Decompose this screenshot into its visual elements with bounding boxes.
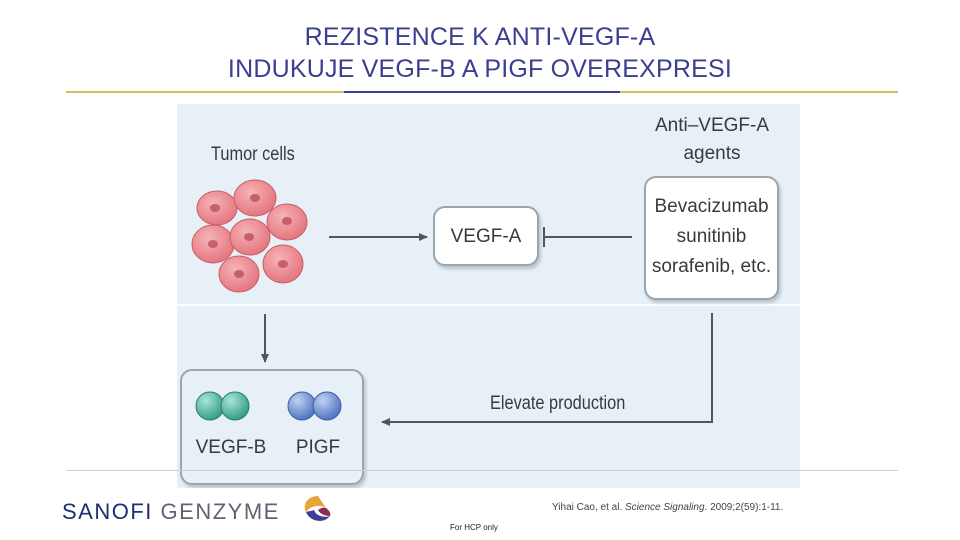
slide-title-line-1: REZISTENCE K ANTI-VEGF-A	[304, 23, 656, 51]
tumor-cell	[229, 218, 271, 256]
tumor-cell	[191, 224, 235, 264]
agents-box: Bevacizumab sunitinib sorafenib, etc.	[644, 176, 779, 300]
tumor-cell	[233, 179, 277, 217]
vegf-b-molecule	[195, 391, 250, 421]
logo-sanofi-text: SANOFI	[62, 499, 153, 524]
agent-item: sorafenib, etc.	[651, 256, 772, 277]
citation-authors: Yihai Cao, et al.	[552, 502, 626, 513]
tumor-cell	[218, 255, 260, 293]
tumor-cell	[262, 244, 304, 284]
hcp-note: For HCP only	[450, 523, 498, 532]
agent-item: Bevacizumab	[654, 196, 769, 217]
slide-title-line-2: INDUKUJE VEGF-B A PIGF OVEREXPRESI	[227, 55, 733, 83]
tumor-cell	[196, 190, 238, 226]
figure-graphics	[191, 179, 713, 426]
arrow-elevate-production	[381, 313, 713, 426]
citation: Yihai Cao, et al. Science Signaling. 200…	[552, 502, 783, 513]
vegf-a-label: VEGF-A	[450, 226, 522, 247]
vegf-resistance-figure: Tumor cells VEGF-A Anti–VEGF-A agents Be…	[177, 104, 800, 488]
sanofi-genzyme-logo: SANOFI GENZYME	[62, 499, 280, 525]
growth-factors-box: VEGF-B PIGF	[180, 369, 364, 485]
title-rule-right	[620, 91, 898, 93]
citation-journal: Science Signaling	[625, 502, 705, 513]
vegf-b-label: VEGF-B	[195, 437, 267, 458]
citation-details: . 2009;2(59):1-11.	[704, 502, 784, 513]
agent-item: sunitinib	[676, 226, 747, 247]
elevate-production-label: Elevate production	[490, 393, 626, 414]
title-rule-middle	[344, 91, 620, 93]
genzyme-swirl-icon	[304, 496, 331, 521]
vegf-a-box: VEGF-A	[433, 206, 539, 266]
tumor-cell	[266, 203, 308, 241]
title-rule-left	[66, 91, 344, 93]
agents-heading-line-1: Anti–VEGF-A	[654, 115, 770, 136]
panel-separator	[177, 304, 800, 306]
tumor-cells-label: Tumor cells	[211, 144, 295, 165]
agents-heading-line-2: agents	[683, 143, 741, 164]
tumor-cells-cluster	[191, 179, 308, 293]
pigf-molecule	[287, 391, 342, 421]
pigf-label: PIGF	[295, 437, 341, 458]
bottom-rule	[66, 470, 898, 471]
inhibition-symbol	[543, 227, 632, 247]
logo-genzyme-text: GENZYME	[160, 499, 280, 524]
